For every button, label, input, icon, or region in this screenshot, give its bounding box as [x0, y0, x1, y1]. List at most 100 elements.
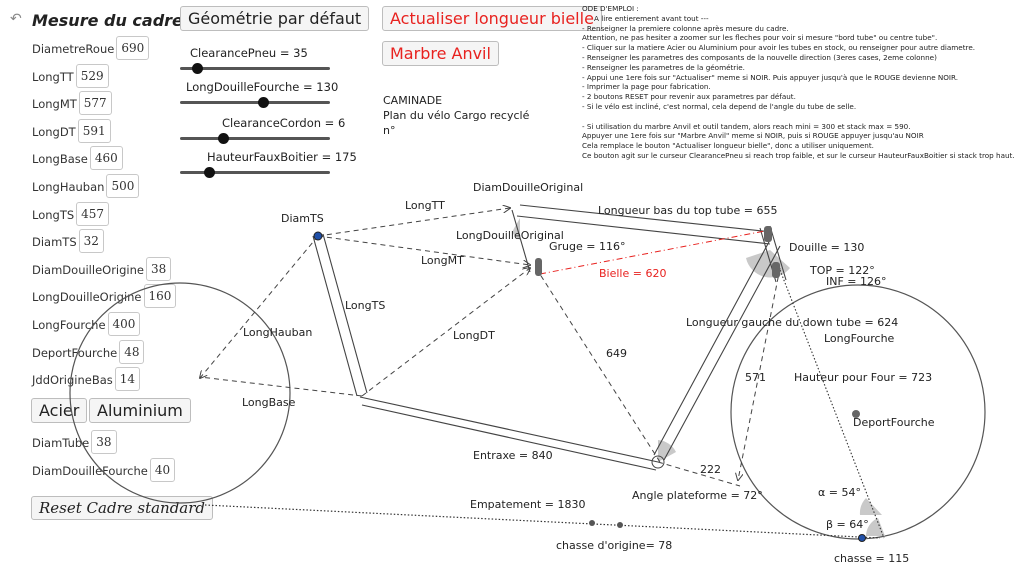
- label-bielle: Bielle = 620: [599, 267, 666, 280]
- field-input-diamtube[interactable]: 38: [91, 430, 117, 454]
- field-label-diamts: DiamTS: [32, 235, 77, 250]
- geometrie-defaut-button[interactable]: Géométrie par défaut: [180, 6, 370, 31]
- slider-track-0[interactable]: [180, 63, 330, 74]
- label-longmt: LongMT: [421, 254, 464, 267]
- headset-bearing-left: [535, 258, 542, 276]
- slider-knob-0[interactable]: [192, 63, 203, 74]
- field-input-longbase[interactable]: 460: [89, 146, 123, 171]
- field-label-longfourche: LongFourche: [32, 318, 106, 332]
- label-gruge: Gruge = 116°: [549, 240, 625, 253]
- slider-track-1[interactable]: [180, 97, 330, 108]
- slider-label-3: HauteurFauxBoitier = 175: [207, 150, 357, 164]
- instruction-line: A lire entierement avant tout ---: [594, 13, 709, 23]
- deportfourche-point[interactable]: [852, 410, 860, 418]
- field-label-diametreroue: DiametreRoue: [32, 42, 115, 56]
- frame-tubes: [312, 204, 787, 471]
- instruction-line: - 2 boutons RESET pour revenir aux param…: [582, 92, 796, 102]
- field-label-longdouilleorigine: LongDouilleOrigine: [32, 290, 142, 305]
- bottom-bracket: [651, 455, 665, 469]
- label-longueur-bas-tt: Longueur bas du top tube = 655: [598, 204, 778, 217]
- field-input-longhauban[interactable]: 500: [106, 174, 140, 198]
- field-label-longdt: LongDT: [32, 124, 76, 139]
- plan-info: CAMINADE Plan du vélo Cargo recyclé n°: [383, 93, 529, 138]
- label-longts: LongTS: [345, 299, 385, 312]
- field-input-diametreroue[interactable]: 690: [116, 36, 150, 60]
- label-571: 571: [745, 371, 766, 384]
- reset-cadre-button[interactable]: Reset Cadre standard: [31, 496, 214, 520]
- label-chasse-origine: chasse d'origine= 78: [556, 539, 672, 552]
- instruction-line: Appuyer une 1ere fois sur "Marbre Anvil"…: [582, 131, 924, 141]
- slider-knob-2[interactable]: [218, 133, 230, 144]
- field-input-diamdouilleorigine[interactable]: 38: [145, 256, 172, 281]
- actualiser-bielle-button[interactable]: Actualiser longueur bielle: [382, 6, 602, 31]
- label-empatement: Empatement = 1830: [470, 498, 585, 511]
- field-input-diamts[interactable]: 32: [78, 229, 104, 254]
- label-alpha: α = 54°: [818, 486, 861, 499]
- instruction-line: - Renseigner les parametres de la géomét…: [582, 62, 745, 72]
- page-title: Mesure du cadre: [32, 11, 183, 30]
- field-label-diamdouilleorigine: DiamDouilleOrigine: [32, 262, 144, 277]
- slider-track-2[interactable]: [180, 133, 330, 144]
- info-line-3: n°: [383, 124, 396, 137]
- instruction-line: - Cliquer sur la matiere Acier ou Alumin…: [582, 43, 976, 53]
- label-longhauban: LongHauban: [243, 326, 312, 339]
- instructions-text: ODE D'EMPLOI :A lire entierement avant t…: [582, 4, 1022, 161]
- instruction-line: - Appui une 1ere fois sur "Actualiser" m…: [582, 72, 959, 82]
- field-input-deportfourche[interactable]: 48: [119, 339, 145, 364]
- label-222: 222: [700, 463, 721, 476]
- label-longdt: LongDT: [453, 329, 495, 342]
- field-input-diamdouillefourche[interactable]: 40: [149, 458, 176, 482]
- field-input-longdt[interactable]: 591: [77, 118, 111, 143]
- slider-knob-1[interactable]: [258, 97, 269, 108]
- field-label-longtt: LongTT: [32, 69, 74, 84]
- steering-axis-line: [779, 269, 885, 539]
- field-input-longdouilleorigine[interactable]: 160: [143, 284, 177, 309]
- marbre-anvil-button[interactable]: Marbre Anvil: [382, 41, 499, 66]
- field-input-longtt[interactable]: 529: [75, 63, 109, 88]
- field-input-longts[interactable]: 457: [76, 201, 110, 226]
- diamts-point[interactable]: [313, 231, 323, 241]
- label-longtt: LongTT: [405, 199, 445, 212]
- field-label-longhauban: LongHauban: [32, 180, 105, 194]
- chasse-origine-point-2: [617, 522, 623, 528]
- instruction-line: - Si utilisation du marbre Anvil et outi…: [582, 121, 911, 131]
- label-deportfourche: DeportFourche: [853, 416, 935, 429]
- measurement-lines: [200, 208, 781, 487]
- bielle-line: [539, 229, 771, 275]
- field-input-longfourche[interactable]: 400: [107, 312, 141, 336]
- headset-bearing-bottom: [772, 262, 780, 278]
- slider-label-2: ClearanceCordon = 6: [222, 116, 346, 130]
- empatement-line: [204, 504, 881, 539]
- instruction-line: Attention, ne pas hesiter a zoomer sur l…: [582, 33, 938, 43]
- slider-knob-3[interactable]: [204, 167, 215, 178]
- label-chasse: chasse = 115: [834, 552, 909, 565]
- label-top: TOP = 122°: [809, 264, 875, 277]
- slider-label-0: ClearancePneu = 35: [190, 46, 308, 60]
- instruction-line: - Si le vélo est incliné, c'est normal, …: [582, 101, 857, 111]
- label-beta: β = 64°: [826, 518, 869, 531]
- field-input-jddoriginebas[interactable]: 14: [114, 367, 141, 392]
- beta-angle-wedge: [866, 518, 885, 536]
- label-hauteur-four: Hauteur pour Four = 723: [794, 371, 932, 384]
- aluminium-button[interactable]: Aluminium: [89, 398, 191, 423]
- acier-button[interactable]: Acier: [31, 398, 88, 423]
- chasse-point[interactable]: [858, 534, 866, 542]
- slider-track-3[interactable]: [180, 167, 330, 178]
- front-wheel: [730, 284, 986, 540]
- field-label-longmt: LongMT: [32, 97, 77, 112]
- chasse-origine-point-1: [589, 520, 595, 526]
- rear-wheel: [69, 282, 291, 504]
- field-label-longts: LongTS: [32, 207, 75, 222]
- undo-arrow-icon[interactable]: ↶: [10, 11, 22, 27]
- field-input-longmt[interactable]: 577: [78, 91, 112, 116]
- instruction-line: - Renseigner les parametres des composan…: [582, 52, 937, 62]
- label-entraxe: Entraxe = 840: [473, 449, 553, 462]
- alpha-angle-wedge: [859, 498, 882, 515]
- field-label-longbase: LongBase: [32, 152, 88, 167]
- gruge-angle-wedge: [512, 218, 520, 240]
- diagram-labels: LongTT DiamTS DiamDouilleOriginal Longue…: [242, 181, 935, 565]
- label-longbase: LongBase: [242, 396, 296, 409]
- field-label-diamtube: DiamTube: [32, 436, 90, 450]
- info-line-1: CAMINADE: [383, 94, 443, 107]
